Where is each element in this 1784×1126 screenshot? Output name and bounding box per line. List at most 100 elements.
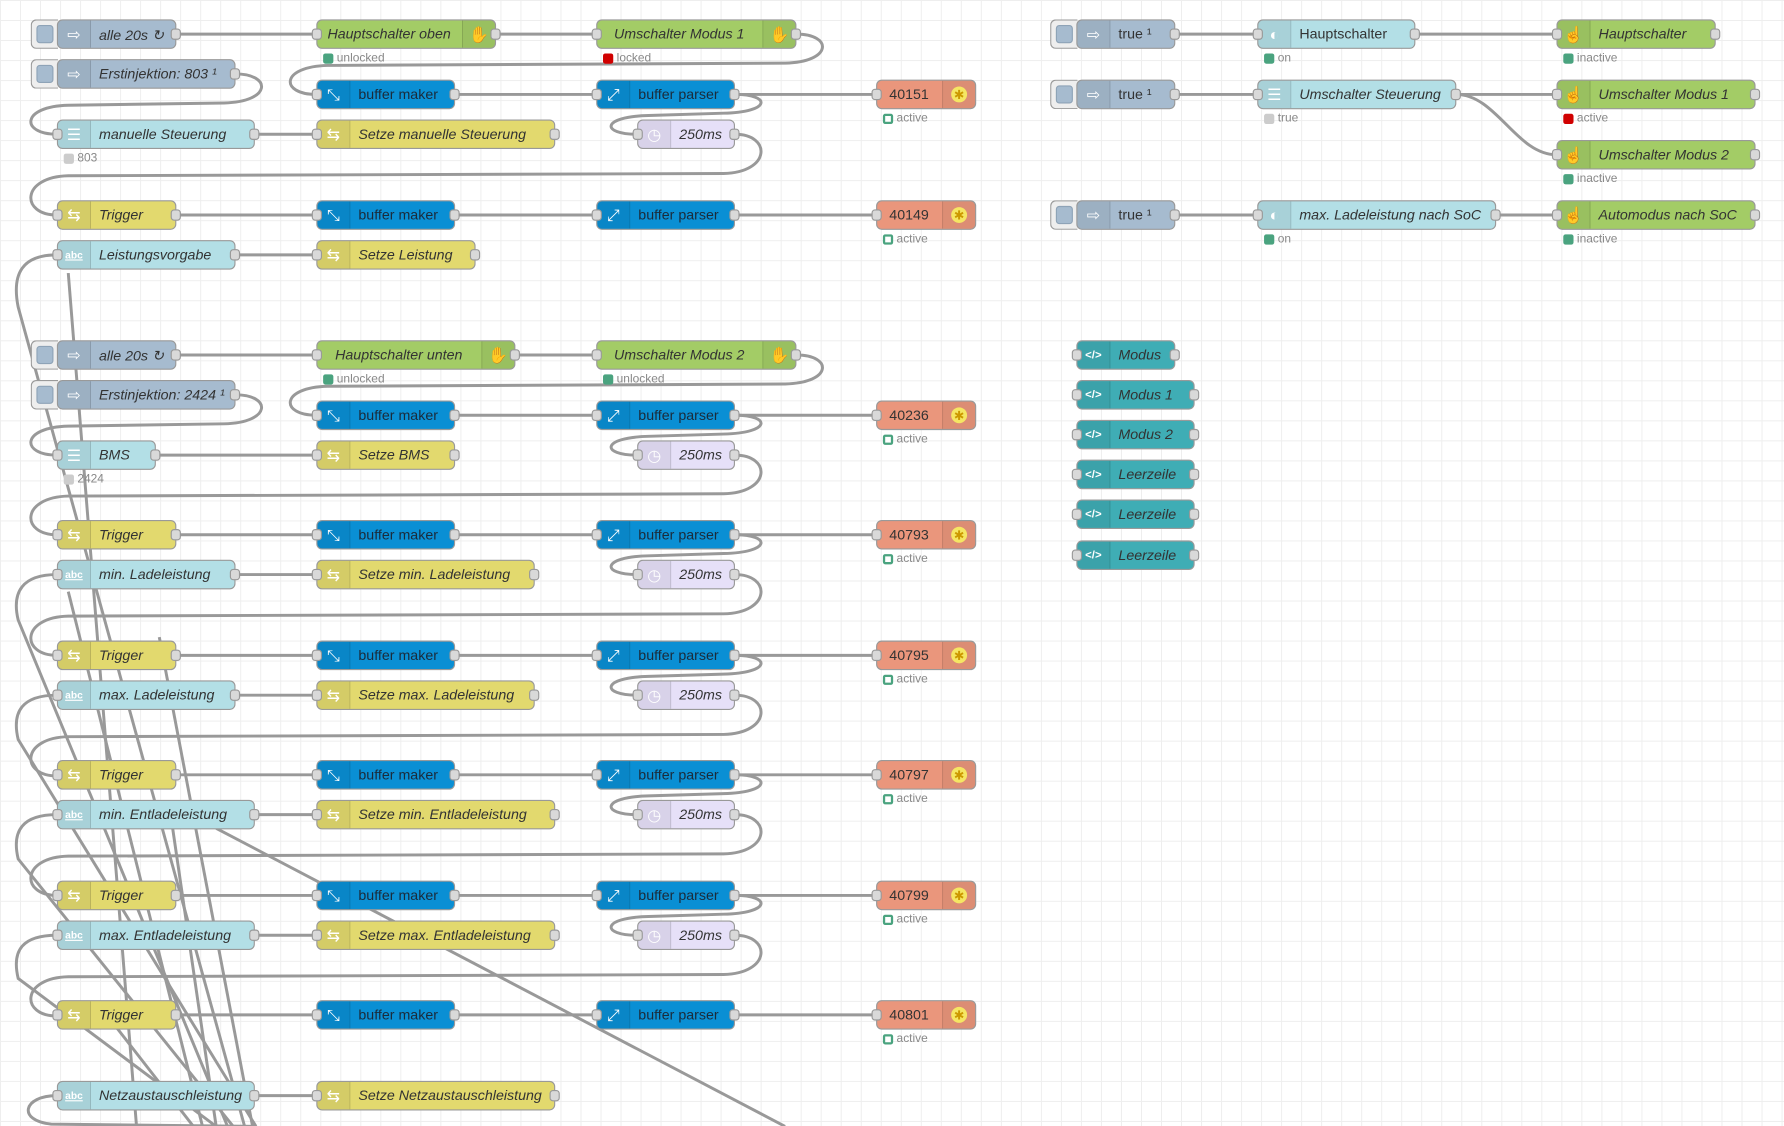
flow-node-chg[interactable]: ⇆Trigger [52,640,181,671]
output-port[interactable] [729,769,740,781]
output-port[interactable] [729,929,740,941]
wire[interactable] [288,353,824,417]
input-port[interactable] [632,128,643,140]
input-port[interactable] [1071,468,1083,481]
output-port[interactable] [229,568,241,581]
flow-node-mod[interactable]: ✱40793 [871,519,977,550]
input-port[interactable] [311,689,322,701]
output-port[interactable] [1710,28,1721,40]
flow-node-mod[interactable]: ✱40795 [871,640,977,671]
inject-button-face[interactable] [36,345,54,365]
output-port[interactable] [1450,88,1461,101]
wire[interactable] [29,132,763,217]
output-port[interactable] [1169,28,1180,40]
input-port[interactable] [311,28,322,40]
wire[interactable] [157,636,255,1126]
input-port[interactable] [1252,28,1263,40]
flow-node-mod[interactable]: ✱40797 [871,760,977,790]
output-port[interactable] [449,529,460,541]
output-port[interactable] [229,249,241,261]
flow-node-tpl[interactable]: </>Leerzeile [1071,540,1200,571]
wire[interactable] [1456,92,1557,157]
wire[interactable] [288,32,824,96]
input-port[interactable] [52,1009,63,1021]
input-port[interactable] [632,568,643,581]
output-port[interactable] [1749,88,1761,101]
flow-node-ctl[interactable]: ✋Umschalter Modus 2 [591,340,801,370]
output-port[interactable] [790,349,801,361]
input-port[interactable] [52,568,63,581]
wire[interactable] [14,693,258,1126]
inject-button-face[interactable] [1055,25,1073,44]
flow-node-mod[interactable]: ✱40801 [871,1000,977,1030]
flow-node-bp[interactable]: ⤢buffer parser [591,400,740,431]
output-port[interactable] [249,808,260,821]
output-port[interactable] [229,689,241,701]
flow-node-bm[interactable]: ⤡buffer maker [311,1000,460,1030]
input-port[interactable] [311,209,322,221]
output-port[interactable] [449,769,460,781]
input-port[interactable] [311,889,322,902]
output-port[interactable] [449,209,460,221]
input-port[interactable] [1551,88,1563,101]
input-port[interactable] [871,88,882,101]
output-port[interactable] [1490,209,1501,221]
wire[interactable] [66,591,204,1126]
input-port[interactable] [591,649,602,662]
flow-node-tpl[interactable]: </>Leerzeile [1071,499,1200,530]
input-port[interactable] [311,349,322,361]
flow-node-mod[interactable]: ✱40799 [871,880,977,911]
flow-node-bp[interactable]: ⤢buffer parser [591,79,740,110]
input-port[interactable] [591,889,602,902]
output-port[interactable] [529,568,540,581]
input-port[interactable] [632,689,643,701]
output-port[interactable] [1749,149,1761,161]
input-port[interactable] [311,249,322,261]
flow-node-inj[interactable]: ⇨true ¹ [1076,19,1180,49]
wire[interactable] [14,933,218,1126]
flow-node-ctl[interactable]: ✋Hauptschalter unten [311,340,520,370]
inject-button[interactable] [30,59,59,89]
output-port[interactable] [729,449,740,461]
wire[interactable] [14,573,229,1126]
wire[interactable] [29,573,763,657]
wire[interactable] [29,453,763,537]
input-port[interactable] [871,649,882,662]
output-port[interactable] [1188,549,1200,561]
flow-node-bm[interactable]: ⤡buffer maker [311,640,460,671]
output-port[interactable] [1169,209,1180,221]
wire[interactable] [609,653,763,697]
input-port[interactable] [871,1009,882,1021]
input-port[interactable] [1071,349,1083,361]
flow-node-chg[interactable]: ⇆Trigger [52,200,181,230]
output-port[interactable] [729,808,740,821]
input-port[interactable] [632,808,643,821]
output-port[interactable] [170,649,181,662]
flow-node-mod[interactable]: ✱40236 [871,400,977,431]
output-port[interactable] [229,68,241,80]
input-port[interactable] [591,409,602,421]
wire[interactable] [215,826,786,1126]
inject-button-face[interactable] [1055,85,1073,104]
output-port[interactable] [249,128,260,140]
flow-node-bm[interactable]: ⤡buffer maker [311,760,460,790]
input-port[interactable] [52,649,63,662]
output-port[interactable] [229,389,241,401]
input-port[interactable] [632,929,643,941]
output-port[interactable] [469,249,481,261]
output-port[interactable] [249,929,260,941]
wire[interactable] [14,813,235,1126]
output-port[interactable] [729,889,740,902]
flow-node-uic[interactable]: ☝Umschalter Modus 2 [1551,139,1761,170]
input-port[interactable] [311,568,322,581]
flow-node-bm[interactable]: ⤡buffer maker [311,880,460,911]
input-port[interactable] [52,769,63,781]
wire[interactable] [29,72,263,136]
input-port[interactable] [871,409,882,421]
inject-button[interactable] [30,340,59,370]
input-port[interactable] [1252,209,1263,221]
input-port[interactable] [311,929,322,941]
inject-button-face[interactable] [36,385,54,404]
flow-node-chg[interactable]: ⇆Setze manuelle Steuerung [311,119,560,150]
